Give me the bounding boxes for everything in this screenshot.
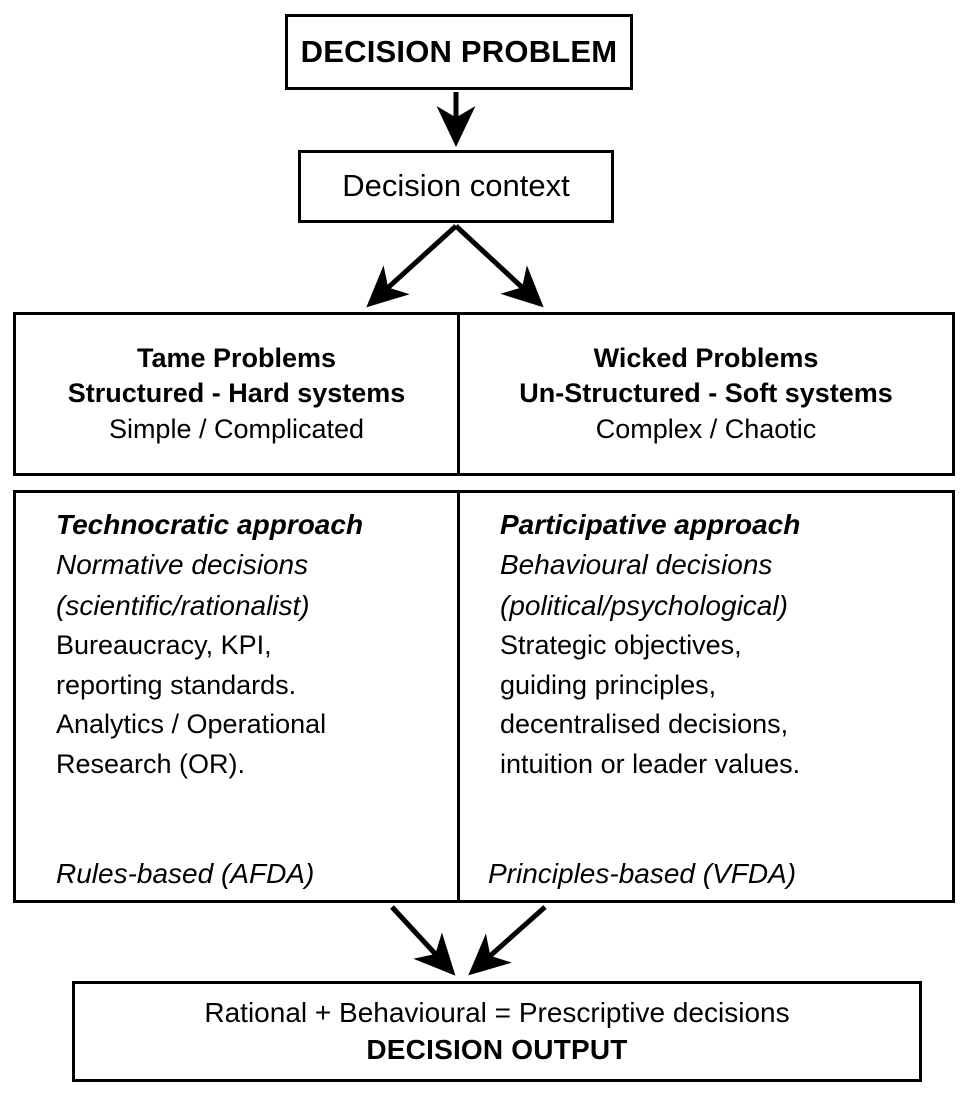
participative-approach-heading: Participative approach [500,509,801,540]
participative-plain-line-2: guiding principles, [500,669,717,700]
tame-problems-subtitle: Structured - Hard systems [67,378,406,409]
decision-output-label: DECISION OUTPUT [366,1033,628,1065]
participative-approach-cell: Participative approach Behavioural decis… [460,493,952,900]
technocratic-italic-line-1: Normative decisions [56,549,309,581]
technocratic-italic-line-2: (scientific/rationalist) [56,589,310,621]
technocratic-footer: Rules-based (AFDA) [56,857,315,889]
participative-plain-line-3: decentralised decisions, [500,709,789,740]
decision-problem-box: DECISION PROBLEM [285,14,633,90]
wicked-problems-title: Wicked Problems [593,342,819,373]
tame-problems-detail: Simple / Complicated [108,413,365,444]
technocratic-plain-line-2: reporting standards. [56,669,297,700]
wicked-problems-subtitle: Un-Structured - Soft systems [519,378,893,409]
arrow-technocratic-to-output [390,905,456,976]
technocratic-plain-line-1: Bureaucracy, KPI, [56,629,272,660]
approaches-row: Technocratic approach Normative decision… [13,490,955,903]
arrow-participative-to-output [468,905,547,976]
decision-output-formula: Rational + Behavioural = Prescriptive de… [204,997,790,1029]
decision-context-box: Decision context [298,150,614,223]
wicked-problems-cell: Wicked Problems Un-Structured - Soft sys… [460,315,952,473]
participative-italic-line-2: (political/psychological) [500,589,788,621]
participative-footer: Principles-based (VFDA) [488,857,797,889]
decision-context-label: Decision context [342,168,570,204]
problem-types-row: Tame Problems Structured - Hard systems … [13,312,955,476]
participative-plain-line-4: intuition or leader values. [500,749,801,779]
decision-output-box: Rational + Behavioural = Prescriptive de… [72,981,922,1082]
tame-problems-title: Tame Problems [136,342,337,373]
technocratic-approach-heading: Technocratic approach [56,509,364,540]
page-title: DECISION PROBLEM [300,33,618,69]
technocratic-plain-line-3: Analytics / Operational [56,709,327,740]
tame-problems-cell: Tame Problems Structured - Hard systems … [16,315,460,473]
participative-plain-line-1: Strategic objectives, [500,629,742,660]
arrow-context-to-wicked [454,224,544,308]
technocratic-approach-cell: Technocratic approach Normative decision… [16,493,460,900]
technocratic-plain-line-4: Research (OR). [56,749,246,779]
arrow-context-to-tame [366,224,458,308]
wicked-problems-detail: Complex / Chaotic [595,413,817,444]
participative-italic-line-1: Behavioural decisions [500,549,773,581]
